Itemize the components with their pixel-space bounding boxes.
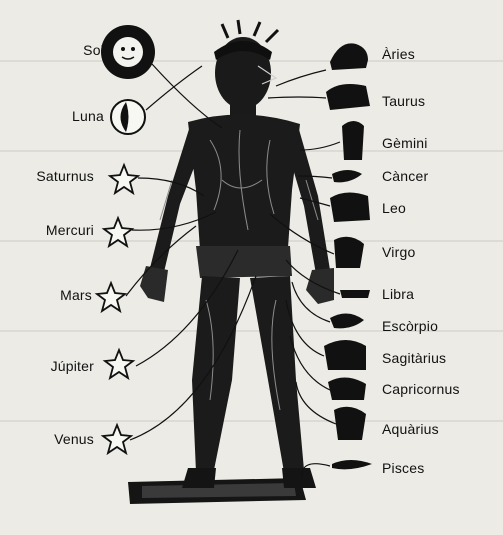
planet-label-mars: Mars	[60, 287, 92, 303]
sign-label-leo: Leo	[382, 200, 406, 216]
right-foot	[182, 468, 216, 488]
bleed-line	[0, 330, 503, 332]
torso	[188, 114, 300, 251]
jupiter-star-icon	[102, 347, 136, 381]
head	[215, 37, 271, 109]
planet-stars	[94, 162, 141, 456]
sign-label-aquarius: Aquàrius	[382, 421, 439, 437]
left-leg	[250, 276, 304, 472]
right-leg	[192, 276, 240, 472]
body-hatching	[159, 129, 319, 411]
right-arm	[150, 126, 200, 272]
sign-label-libra: Libra	[382, 286, 415, 302]
loincloth	[196, 246, 292, 278]
virgo-maiden-icon	[334, 236, 364, 268]
sign-label-pisces: Pisces	[382, 460, 425, 476]
planet-label-luna: Luna	[72, 108, 104, 124]
sign-label-aries: Àries	[382, 46, 415, 62]
planet-label-venus: Venus	[54, 431, 94, 447]
planet-label-saturnus: Saturnus	[36, 168, 94, 184]
head-band	[214, 41, 272, 60]
scorpio-scorpion-icon	[330, 313, 364, 329]
moon-icon	[110, 99, 146, 135]
right-hand	[140, 266, 168, 302]
connector-lines	[125, 63, 341, 479]
aries-ram-icon	[330, 43, 368, 70]
capricorn-goat-icon	[328, 377, 366, 400]
planet-label-sol: Sol	[83, 42, 104, 58]
sagittarius-centaur-icon	[324, 340, 366, 370]
planet-label-jupiter: Júpiter	[50, 358, 94, 374]
aquarius-bearer-icon	[334, 406, 366, 440]
saturnus-star-icon	[107, 162, 141, 196]
taurus-bull-icon	[326, 84, 370, 110]
sign-label-cancer: Càncer	[382, 168, 429, 184]
leo-lion-icon	[330, 192, 370, 222]
mercuri-star-icon	[101, 215, 135, 249]
sign-label-capricorn: Capricornus	[382, 381, 460, 397]
sign-label-gemini: Gèmini	[382, 135, 428, 151]
pisces-fish-icon	[332, 460, 372, 470]
gemini-twins-icon	[342, 121, 364, 160]
sign-label-scorpio: Escòrpio	[382, 318, 439, 334]
sign-label-sagittarius: Sagitàrius	[382, 350, 447, 366]
sign-label-virgo: Virgo	[382, 244, 416, 260]
venus-star-icon	[100, 422, 134, 456]
planet-label-mercuri: Mercuri	[45, 222, 94, 238]
mars-star-icon	[94, 280, 128, 314]
left-foot	[282, 468, 316, 488]
cancer-crab-icon	[332, 170, 362, 183]
head-rays	[220, 19, 280, 44]
sun-icon	[101, 25, 155, 79]
libra-scales-icon	[340, 290, 370, 298]
zodiac-icons	[324, 43, 372, 470]
bleed-line	[0, 420, 503, 422]
face-profile	[257, 65, 278, 85]
ground-top	[142, 483, 296, 498]
sign-label-taurus: Taurus	[382, 93, 426, 109]
